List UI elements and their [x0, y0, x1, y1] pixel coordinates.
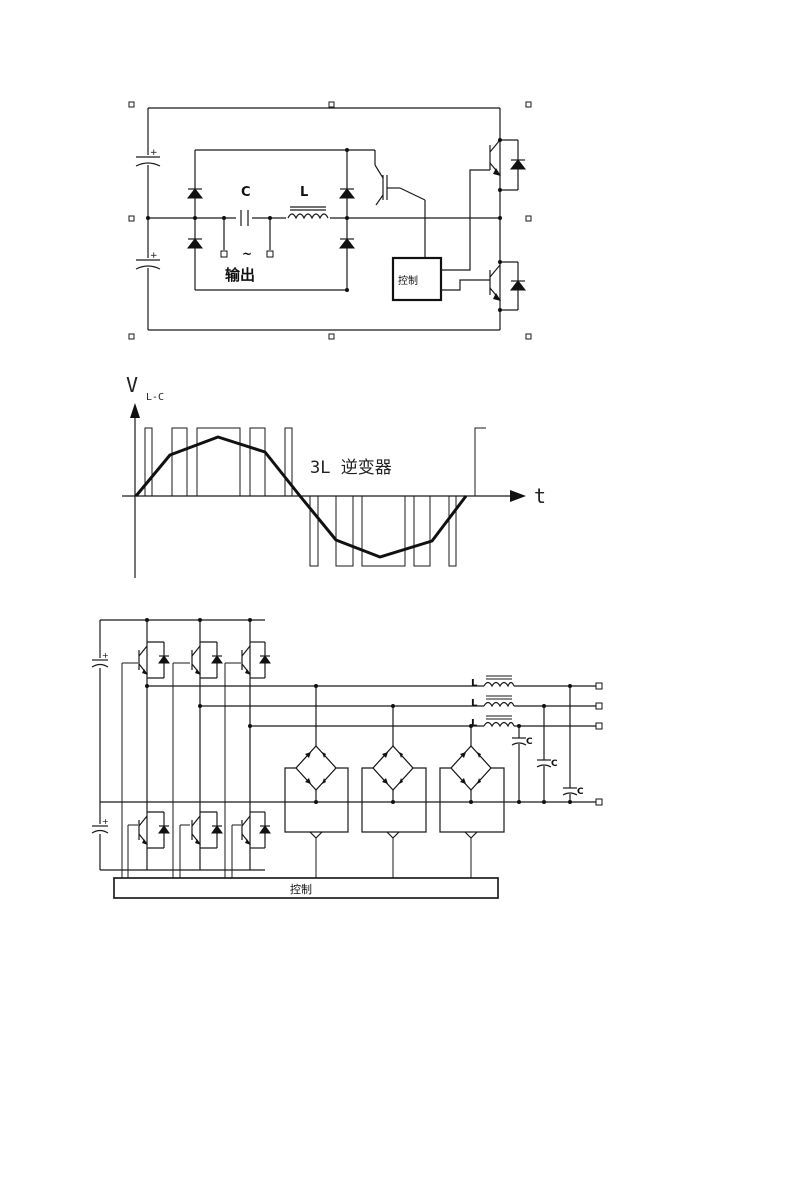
- bridge-cell: [284, 684, 349, 878]
- diode: [339, 188, 355, 199]
- capacitor-label: C: [241, 185, 251, 200]
- control-label: 控制: [398, 274, 418, 287]
- inductor-label: L: [471, 718, 478, 729]
- plus-sign: +: [102, 817, 109, 826]
- output-label: 输出: [225, 266, 255, 284]
- corner-markers: [128, 101, 532, 340]
- v-label: V: [126, 373, 138, 397]
- plus-sign: +: [150, 148, 158, 158]
- bridge-cell: [361, 704, 427, 878]
- output-capacitors: C C C: [511, 684, 584, 804]
- bottom-circuit-diagram: + +: [91, 618, 603, 899]
- diode-bridge: [146, 148, 502, 292]
- ac-tilde: ~: [242, 247, 252, 261]
- phase-output-lines: [145, 618, 603, 806]
- dc-capacitor-bottom: +: [91, 817, 109, 834]
- upper-igbt-row: [138, 641, 271, 679]
- series-inductor: L: [286, 185, 330, 222]
- dc-capacitor-top: +: [91, 651, 109, 668]
- control-label: 控制: [290, 882, 312, 896]
- phase-legs: [121, 620, 251, 880]
- upper-igbt: [489, 138, 526, 192]
- v-subscript: L-C: [146, 392, 164, 403]
- diode: [339, 238, 355, 249]
- dc-capacitor-top: +: [135, 148, 161, 167]
- inverter-label: 3L 逆变器: [310, 458, 392, 478]
- series-capacitor: C: [236, 185, 252, 228]
- output-sinewave: [134, 435, 468, 559]
- t-label: t: [534, 484, 546, 508]
- plus-sign: +: [102, 651, 109, 660]
- capacitor-label: C: [577, 787, 584, 797]
- control-bar: 控制: [113, 877, 499, 899]
- output-inductors: L L L: [471, 675, 515, 729]
- capacitor-label: C: [526, 737, 533, 747]
- output-terminals: ~ 输出: [220, 216, 274, 284]
- lower-igbt: [489, 260, 526, 312]
- diode: [187, 238, 203, 249]
- inverter-waveform: V L-C t 3L 逆变器: [122, 373, 546, 578]
- control-block: 控制: [391, 169, 490, 302]
- top-circuit-diagram: + + C: [128, 101, 532, 340]
- bridge-switch-cells: [284, 684, 505, 878]
- dc-capacitor-bottom: +: [135, 251, 161, 270]
- inductor-label: L: [471, 678, 478, 689]
- plus-sign: +: [150, 251, 158, 261]
- pwm-pulses-positive: [135, 427, 293, 497]
- lower-igbt-row: [138, 811, 271, 849]
- bidirectional-switch: [374, 150, 426, 258]
- diode: [187, 188, 203, 199]
- bridge-cell: [439, 724, 505, 878]
- inductor-label: L: [471, 698, 478, 709]
- pwm-pulses-negative: [302, 427, 486, 567]
- capacitor-label: C: [551, 759, 558, 769]
- inductor-label: L: [300, 185, 308, 200]
